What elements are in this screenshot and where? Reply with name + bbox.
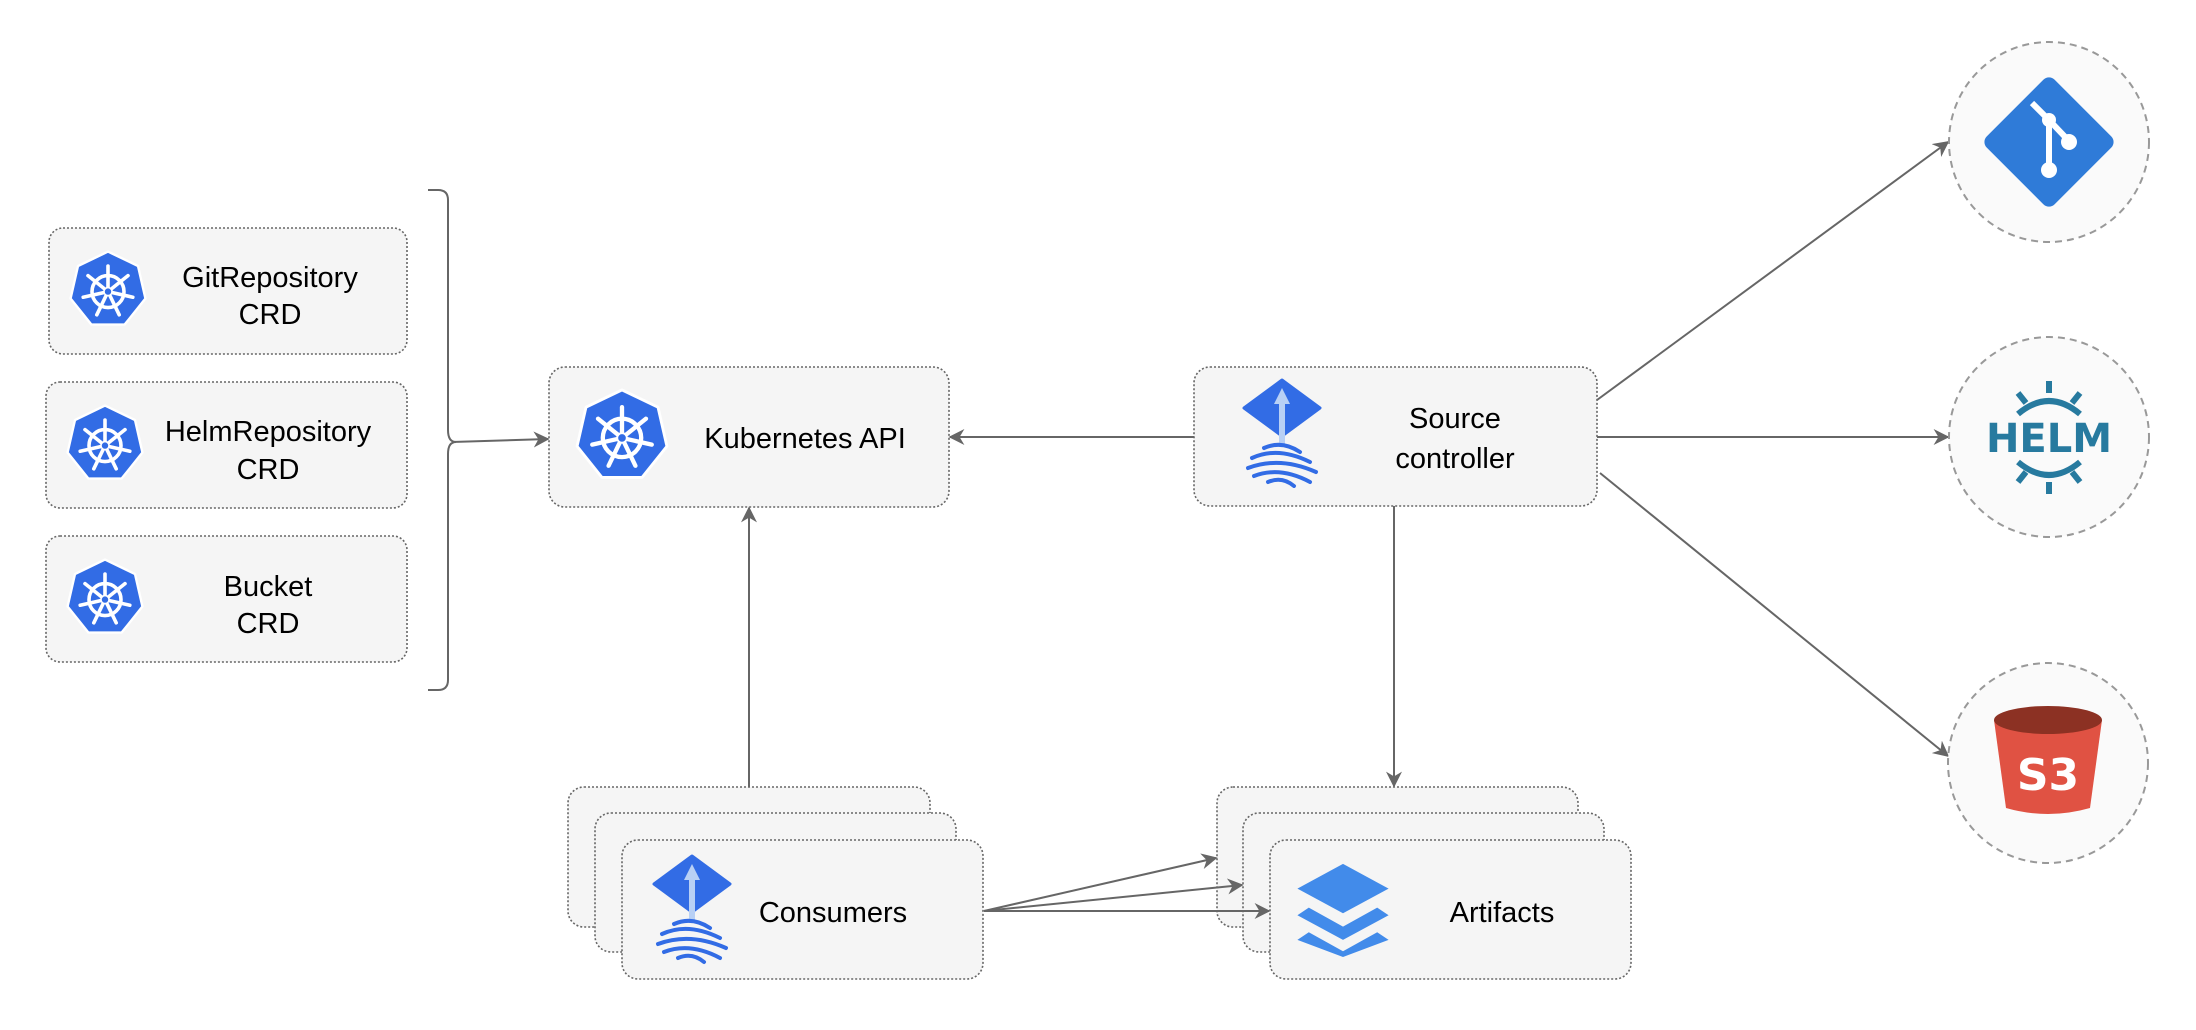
source-controller-sublabel: controller [1395, 443, 1515, 475]
crd-label: Bucket [224, 571, 313, 603]
s3-source[interactable]: S3 [1947, 662, 2149, 864]
helm-icon: HELM [1986, 381, 2112, 494]
edge-consumers-to-artifact-2 [983, 878, 1244, 912]
helm-logo-text: HELM [1986, 416, 2112, 462]
artifacts-label: Artifacts [1450, 897, 1555, 929]
crd-box [45, 381, 408, 509]
edge-source-controller-to-git [1596, 141, 1950, 401]
edge-source-controller-to-s3 [1599, 472, 1950, 758]
crd-label: HelmRepository [165, 416, 372, 448]
s3-icon: S3 [1994, 706, 2102, 814]
consumers-node[interactable]: Consumers [567, 786, 984, 980]
consumers-label: Consumers [759, 897, 907, 929]
source-controller-label: Source [1409, 403, 1501, 435]
crd-group-brace [428, 189, 457, 691]
git-icon [1984, 77, 2114, 207]
crd-sublabel: CRD [239, 299, 302, 331]
helm-circle [1948, 336, 2150, 538]
edge-consumers-to-artifact-1 [983, 853, 1218, 912]
crd-box [45, 535, 408, 663]
kubernetes-api-node[interactable]: Kubernetes API [548, 366, 950, 508]
source-controller-box [1193, 366, 1598, 507]
git-source[interactable] [1948, 41, 2150, 243]
crd-label: GitRepository [182, 262, 358, 294]
edge-crds-to-kubernetes-api [451, 431, 550, 448]
helm-source[interactable]: HELM [1948, 336, 2150, 538]
artifacts-node[interactable]: Artifacts [1216, 786, 1632, 980]
crd-sublabel: CRD [237, 608, 300, 640]
source-controller-node[interactable]: Source controller [1193, 366, 1598, 507]
crd-helmrepository[interactable]: HelmRepository CRD [45, 381, 408, 509]
kubernetes-api-label: Kubernetes API [704, 423, 906, 455]
crd-box [48, 227, 408, 355]
crd-sublabel: CRD [237, 454, 300, 486]
crd-gitrepository[interactable]: GitRepository CRD [48, 227, 408, 355]
s3-logo-text: S3 [2017, 750, 2079, 801]
crd-bucket[interactable]: Bucket CRD [45, 535, 408, 663]
